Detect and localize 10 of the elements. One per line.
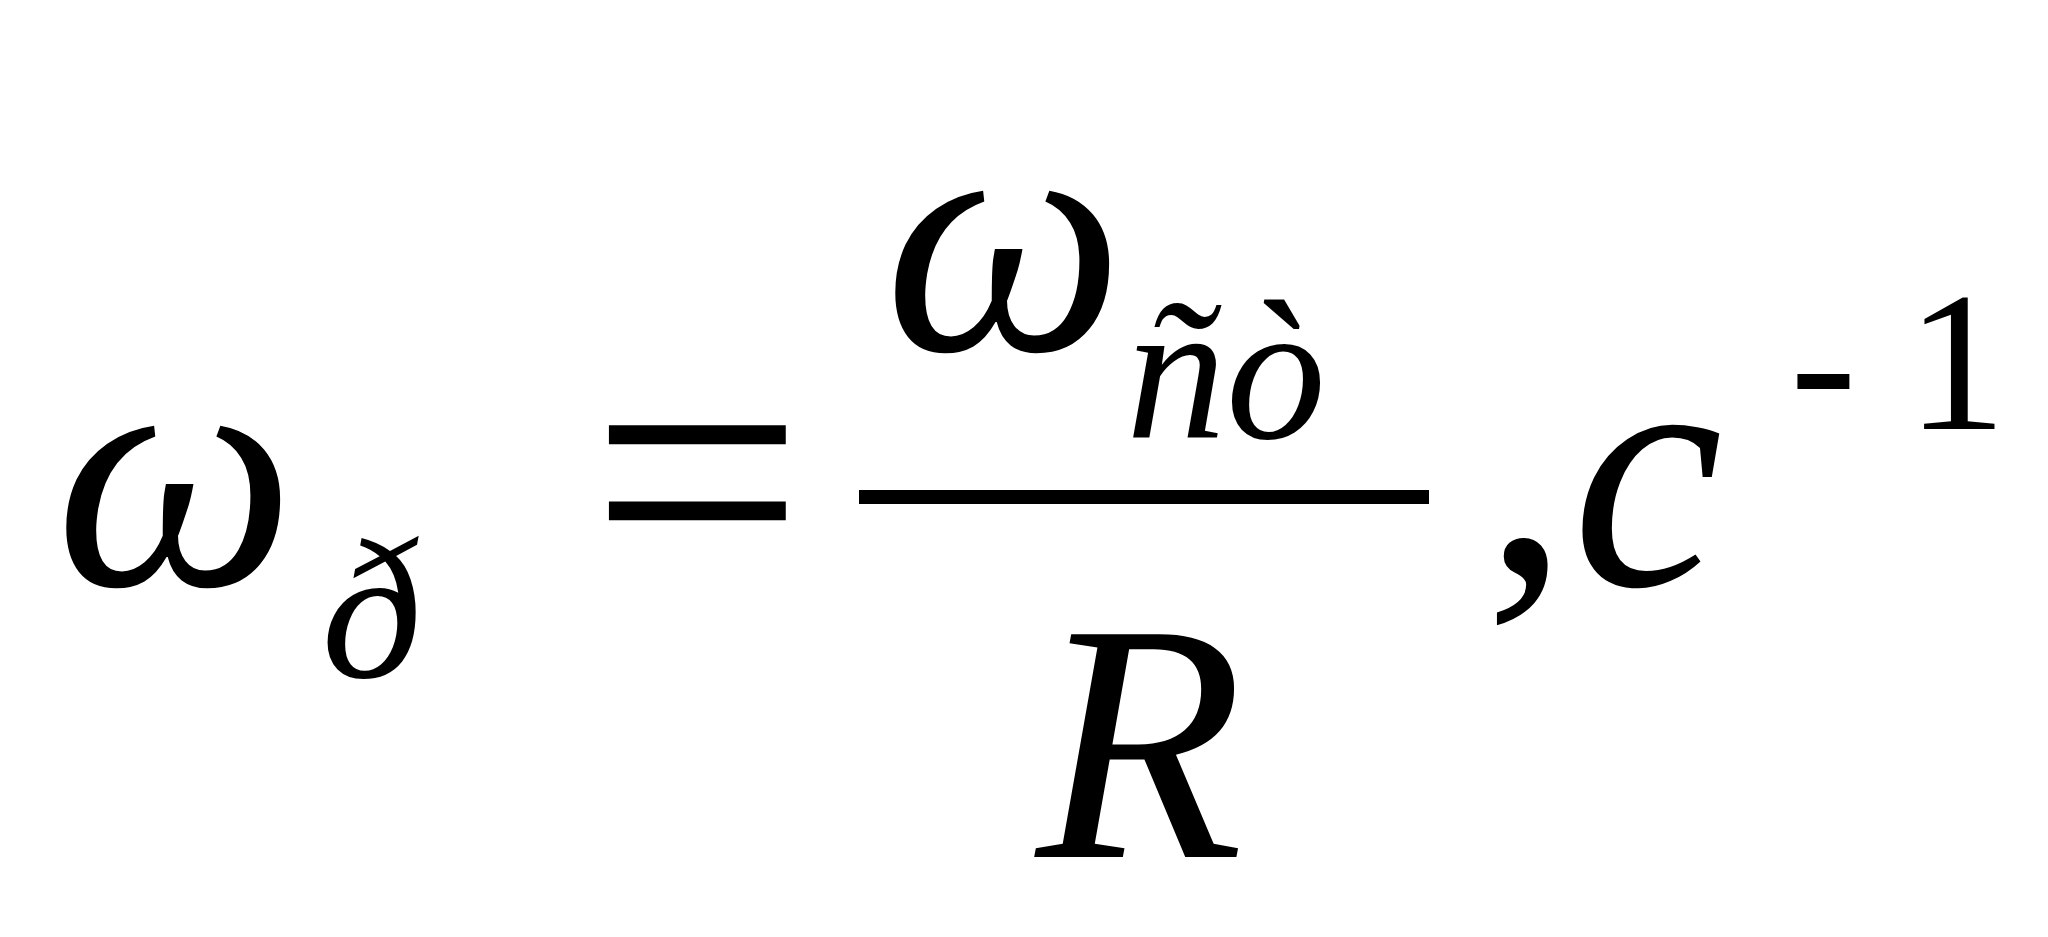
superscript: -1 xyxy=(1790,261,2048,462)
subscript: ñò xyxy=(1126,270,1326,471)
omega-symbol: ω xyxy=(55,301,296,642)
subscript: ð xyxy=(322,509,422,710)
comma: , xyxy=(1484,289,1569,630)
equals-sign: = xyxy=(590,281,805,662)
fraction-bar xyxy=(859,490,1429,504)
variable-symbol: c xyxy=(1572,301,1723,642)
omega-symbol: ω xyxy=(884,66,1125,407)
variable-symbol: R xyxy=(1036,573,1244,914)
